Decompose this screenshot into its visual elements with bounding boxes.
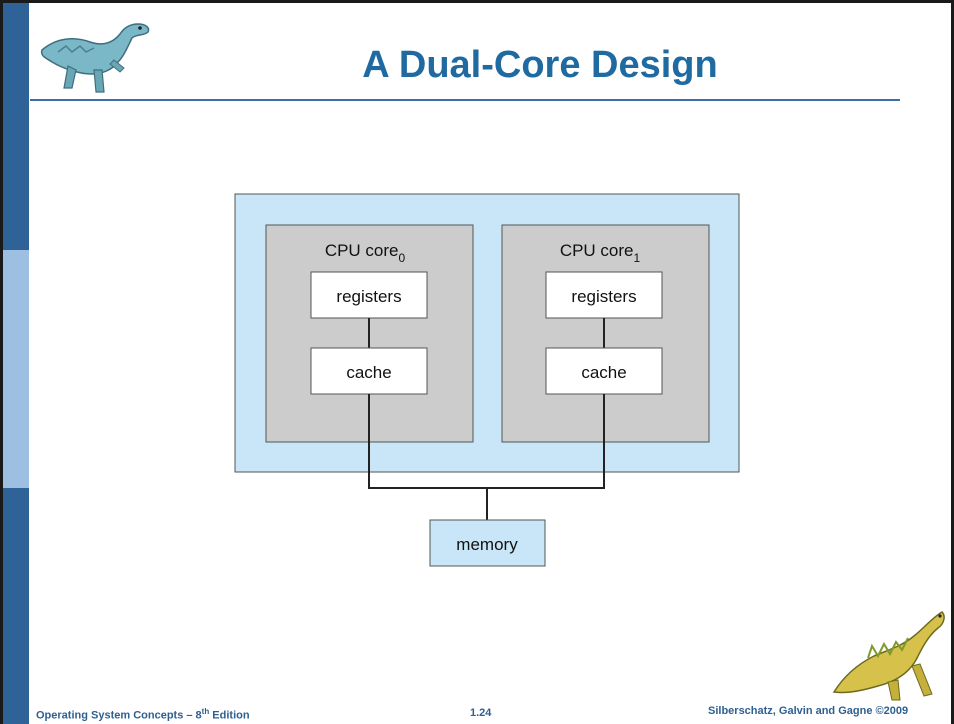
cpu-core-1-label-sub: 1 bbox=[634, 251, 641, 265]
core-0-cache-label: cache bbox=[346, 363, 391, 382]
dinosaur-logo-bottom bbox=[832, 611, 945, 701]
footer-book-main: Operating System Concepts – 8 bbox=[36, 709, 202, 722]
footer-book-end: Edition bbox=[209, 709, 250, 722]
core-1-cache-box bbox=[545, 347, 663, 395]
memory-label: memory bbox=[456, 535, 518, 554]
core-0-registers-box bbox=[310, 271, 428, 319]
cpu-core-1-label: CPU core1 bbox=[560, 241, 641, 265]
sidebar-highlight bbox=[3, 250, 29, 488]
footer-page-number: 1.24 bbox=[470, 707, 492, 719]
frame-top-border bbox=[0, 0, 954, 3]
core-1-registers-label: registers bbox=[571, 287, 636, 306]
cpu-core-0-label: CPU core0 bbox=[325, 241, 406, 265]
core-0-registers-label: registers bbox=[336, 287, 401, 306]
footer-copyright: Silberschatz, Galvin and Gagne ©2009 bbox=[708, 705, 909, 717]
core-1-registers-box bbox=[545, 271, 663, 319]
memory-box bbox=[429, 519, 546, 567]
slide-title: A Dual-Core Design bbox=[362, 44, 718, 86]
footer-book-title: Operating System Concepts – 8th Edition bbox=[36, 707, 250, 722]
frame-right-border bbox=[951, 0, 954, 724]
frame-left-border bbox=[0, 0, 3, 724]
core-0-cache-box bbox=[310, 347, 428, 395]
core-1-cache-label: cache bbox=[581, 363, 626, 382]
cpu-core-1-box bbox=[501, 224, 710, 443]
cpu-core-0-label-sub: 0 bbox=[399, 251, 406, 265]
title-underline bbox=[30, 99, 900, 101]
footer-book-sup: th bbox=[201, 707, 210, 716]
cpu-core-0-label-main: CPU core bbox=[325, 241, 399, 260]
cpu-core-1-label-main: CPU core bbox=[560, 241, 634, 260]
dinosaur-logo-top bbox=[40, 23, 150, 93]
